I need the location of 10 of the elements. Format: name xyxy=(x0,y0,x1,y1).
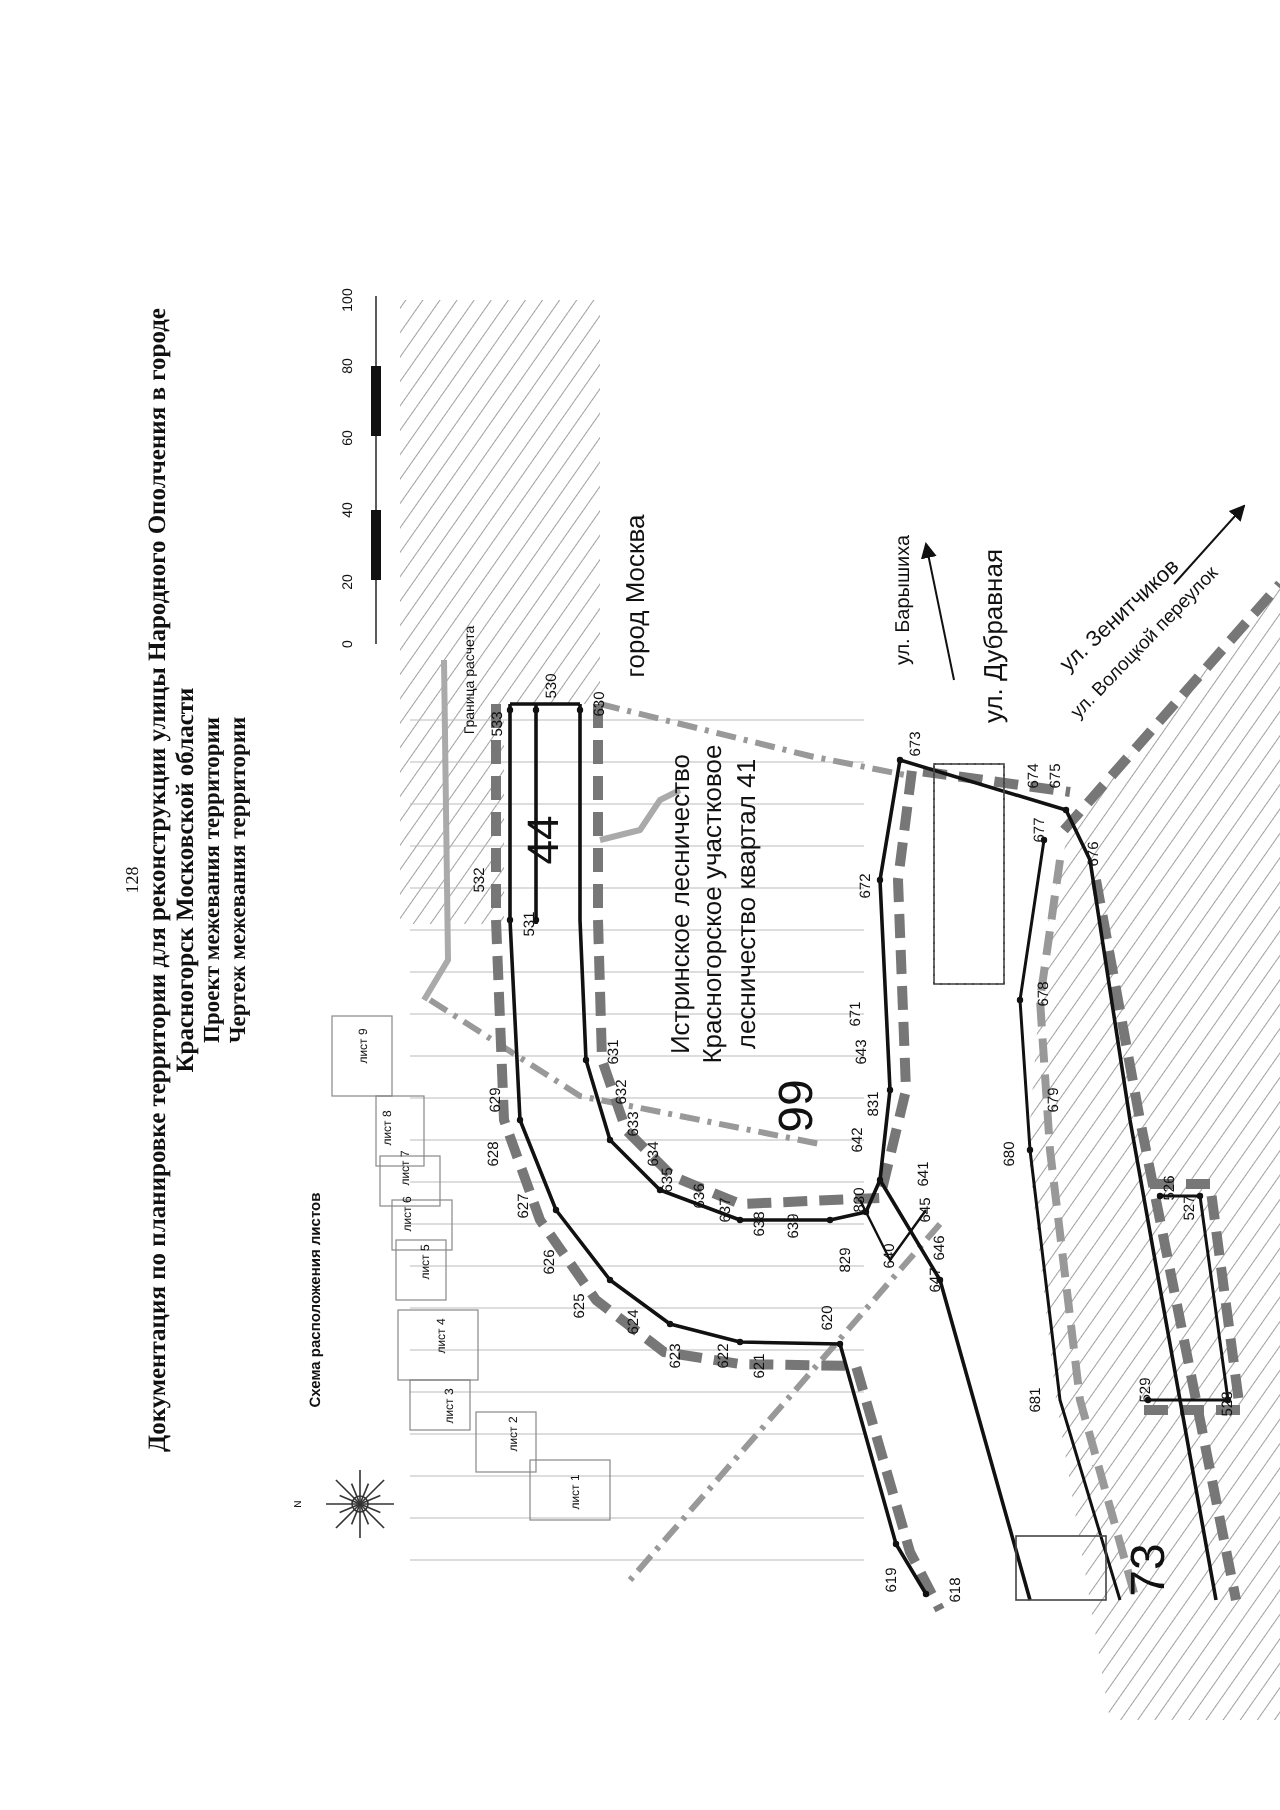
street-name: ул. Барышиха xyxy=(893,534,915,666)
page-number: 128 xyxy=(124,866,144,894)
document-title: Документация по планировке территории для реконструкции улицы Народного Ополчения в городе Красногорск Московской области xyxy=(144,306,200,1456)
area-label: город Москва xyxy=(621,514,651,678)
forest-label: Истринское лесничество Красногорское участковое лесничество квартал 41 xyxy=(665,742,763,1068)
subtitle: Проект межевания территории xyxy=(201,717,227,1043)
block-number: 99 xyxy=(771,1079,825,1133)
subtitle: Чертеж межевания территории xyxy=(227,716,253,1044)
street-name: ул. Дубравная xyxy=(979,548,1009,724)
block-number: 73 xyxy=(1123,1543,1177,1597)
